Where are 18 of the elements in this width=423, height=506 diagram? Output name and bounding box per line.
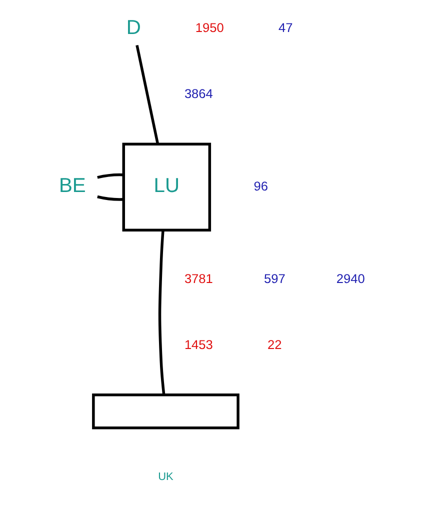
label: 22 xyxy=(268,336,282,352)
node-box: LU xyxy=(122,142,212,232)
node-text: D xyxy=(126,16,141,39)
node-text: UK xyxy=(158,471,174,484)
node-box xyxy=(92,394,240,430)
label: 1453 xyxy=(184,336,213,352)
connector xyxy=(97,173,124,179)
connector xyxy=(97,195,124,201)
label: 47 xyxy=(278,20,293,36)
label: 96 xyxy=(254,178,268,194)
label: 2940 xyxy=(336,270,365,286)
connector xyxy=(158,230,166,395)
label: 597 xyxy=(264,270,286,286)
label: 3864 xyxy=(184,86,213,102)
connector xyxy=(136,44,160,144)
node-text: BE xyxy=(58,175,86,198)
label: 1950 xyxy=(195,20,224,36)
label: 3781 xyxy=(184,270,213,286)
